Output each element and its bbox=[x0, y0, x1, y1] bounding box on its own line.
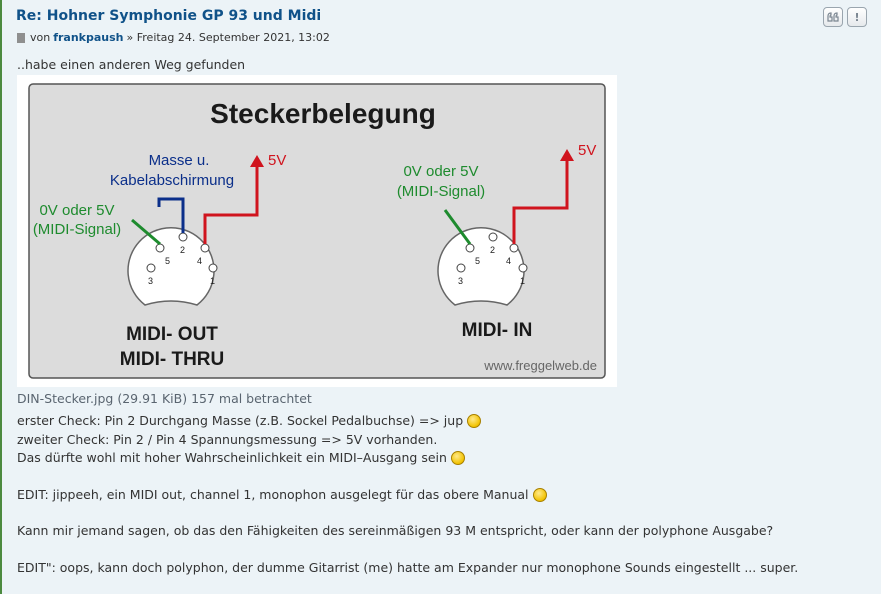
left-5v-wire bbox=[203, 163, 259, 244]
left-signal-label-1: 0V oder 5V bbox=[39, 202, 114, 219]
body-line-5: Kann mir jemand sagen, ob das den Fähigk… bbox=[17, 523, 774, 538]
left-ground-wire bbox=[157, 197, 185, 233]
left-ground-label: Masse u. bbox=[149, 152, 210, 169]
body-line-6: EDIT": oops, kann doch polyphon, der dum… bbox=[17, 559, 799, 575]
left-connector-body bbox=[127, 227, 215, 306]
right-connector-body bbox=[437, 227, 525, 306]
left-connector-name-2: MIDI- THRU bbox=[120, 349, 224, 370]
smiley-icon bbox=[467, 414, 482, 428]
author-prefix: von bbox=[30, 31, 51, 44]
right-pin-label-3: 3 bbox=[458, 276, 463, 286]
right-pin-label-1: 1 bbox=[520, 276, 525, 286]
body-line-3-text: Das dürfte wohl mit hoher Wahrscheinlich… bbox=[17, 450, 447, 465]
left-pin-label-4: 4 bbox=[197, 256, 202, 266]
left-signal-wire bbox=[131, 218, 161, 246]
left-pin-label-3: 3 bbox=[148, 276, 153, 286]
right-pin-1 bbox=[518, 263, 528, 273]
left-pin-2 bbox=[178, 232, 188, 242]
left-pin-5 bbox=[155, 243, 165, 253]
left-pin-label-2: 2 bbox=[180, 245, 185, 255]
right-pin-3 bbox=[456, 263, 466, 273]
body-line-4: EDIT: jippeeh, ein MIDI out, channel 1, … bbox=[17, 486, 867, 505]
right-signal-wire bbox=[443, 209, 472, 245]
post-intro: ..habe einen anderen Weg gefunden bbox=[17, 57, 246, 72]
attachment-caption: DIN-Stecker.jpg (29.91 KiB) 157 mal betr… bbox=[17, 391, 312, 406]
right-5v-arrow bbox=[560, 149, 574, 161]
smiley-icon bbox=[450, 451, 465, 465]
left-pin-4 bbox=[200, 243, 210, 253]
author-link[interactable]: frankpaush bbox=[53, 31, 124, 44]
right-pin-label-5: 5 bbox=[475, 256, 480, 266]
post-icon bbox=[17, 32, 25, 43]
left-shield-label: Kabelabschirmung bbox=[110, 172, 234, 189]
right-pin-label-2: 2 bbox=[490, 245, 495, 255]
right-5v-wire bbox=[512, 157, 569, 244]
spacer bbox=[17, 468, 867, 486]
post-author-line: von frankpaush » Freitag 24. September 2… bbox=[17, 31, 330, 44]
right-5v-label: 5V bbox=[578, 142, 596, 159]
left-connector-name-1: MIDI- OUT bbox=[126, 324, 218, 345]
left-signal-label-2: (MIDI-Signal) bbox=[33, 221, 121, 238]
exclamation-icon: ! bbox=[854, 10, 860, 24]
left-5v-label: 5V bbox=[268, 152, 286, 169]
right-pin-5 bbox=[465, 243, 475, 253]
right-signal-label-1: 0V oder 5V bbox=[403, 163, 478, 180]
quote-button[interactable] bbox=[823, 7, 843, 27]
spacer bbox=[17, 541, 867, 559]
diagram-panel bbox=[28, 83, 606, 379]
body-line-4-text: EDIT: jippeeh, ein MIDI out, channel 1, … bbox=[17, 486, 529, 502]
diagram-watermark: www.freggelweb.de bbox=[483, 358, 597, 373]
pinout-diagram: Steckerbelegung 5 2 4 3 1 5V Masse u. Ka… bbox=[28, 83, 606, 379]
post-date: » Freitag 24. September 2021, 13:02 bbox=[126, 31, 330, 44]
post-content: ..habe einen anderen Weg gefunden bbox=[17, 56, 867, 74]
report-button[interactable]: ! bbox=[847, 7, 867, 27]
right-pin-label-4: 4 bbox=[506, 256, 511, 266]
right-pin-2 bbox=[488, 232, 498, 242]
right-signal-label-2: (MIDI-Signal) bbox=[397, 183, 485, 200]
left-pin-1 bbox=[208, 263, 218, 273]
diagram-title: Steckerbelegung bbox=[210, 98, 436, 129]
left-pin-label-5: 5 bbox=[165, 256, 170, 266]
body-line-3: Das dürfte wohl mit hoher Wahrscheinlich… bbox=[17, 449, 867, 468]
body-line-1: erster Check: Pin 2 Durchgang Masse (z.B… bbox=[17, 412, 867, 431]
spacer bbox=[17, 504, 867, 522]
post-actions: ! bbox=[823, 7, 867, 27]
right-connector-name: MIDI- IN bbox=[462, 320, 533, 341]
body-line-2: zweiter Check: Pin 2 / Pin 4 Spannungsme… bbox=[17, 431, 438, 447]
post-title[interactable]: Re: Hohner Symphonie GP 93 und Midi bbox=[16, 8, 322, 24]
post-body: erster Check: Pin 2 Durchgang Masse (z.B… bbox=[17, 412, 867, 577]
right-pin-4 bbox=[509, 243, 519, 253]
left-pin-3 bbox=[146, 263, 156, 273]
smiley-icon bbox=[532, 487, 547, 502]
left-pin-label-1: 1 bbox=[210, 276, 215, 286]
body-line-1-text: erster Check: Pin 2 Durchgang Masse (z.B… bbox=[17, 413, 464, 428]
quote-icon bbox=[827, 12, 839, 22]
left-5v-arrow bbox=[250, 155, 264, 167]
attachment-image[interactable]: Steckerbelegung 5 2 4 3 1 5V Masse u. Ka… bbox=[17, 75, 617, 387]
